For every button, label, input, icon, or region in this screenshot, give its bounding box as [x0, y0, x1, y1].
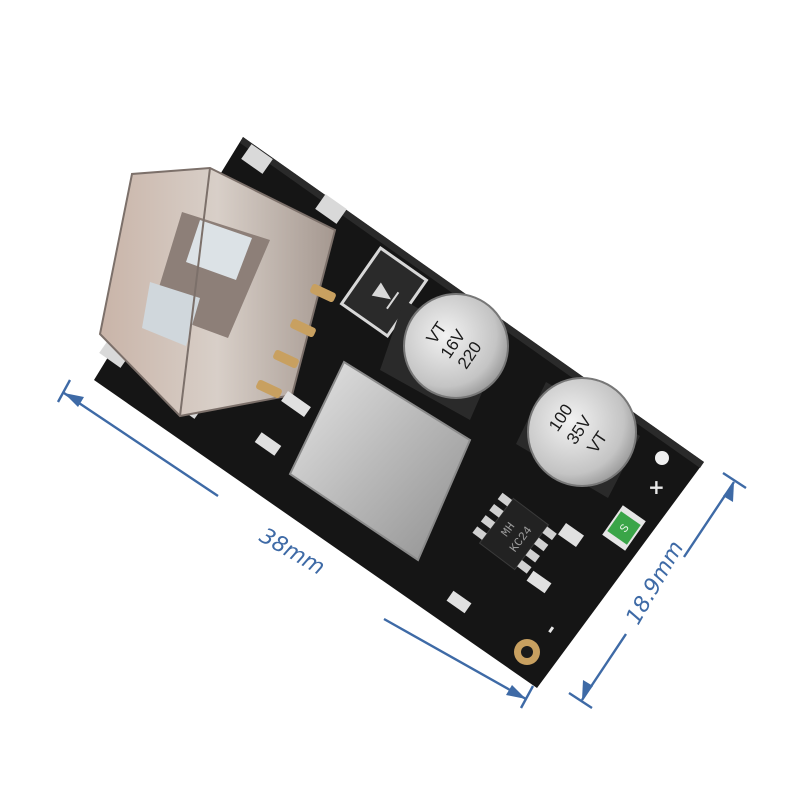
width-dimension [568, 471, 747, 710]
smd-resistor-2 [254, 432, 282, 456]
mounting-hole-top [655, 451, 669, 465]
smd-part-5 [526, 570, 552, 594]
smd-part-6 [446, 590, 472, 614]
mounting-hole-bottom [521, 646, 533, 658]
smd-resistor-1 [281, 391, 311, 417]
ic-chip: MH KC24 [472, 492, 557, 574]
status-led: S [602, 505, 646, 551]
capacitor-100uf: 100 35V VT [516, 377, 640, 498]
inductor [288, 360, 472, 562]
ic-marking-line1: MH [498, 520, 518, 540]
length-dimension [56, 379, 535, 709]
pcb-board: VT 16V 220 100 35V VT [94, 137, 704, 688]
usb-pins [256, 283, 336, 399]
capacitor-220uf: VT 16V 220 [380, 293, 509, 420]
smd-part-4 [557, 522, 585, 548]
polarity-plus: + [648, 475, 665, 499]
